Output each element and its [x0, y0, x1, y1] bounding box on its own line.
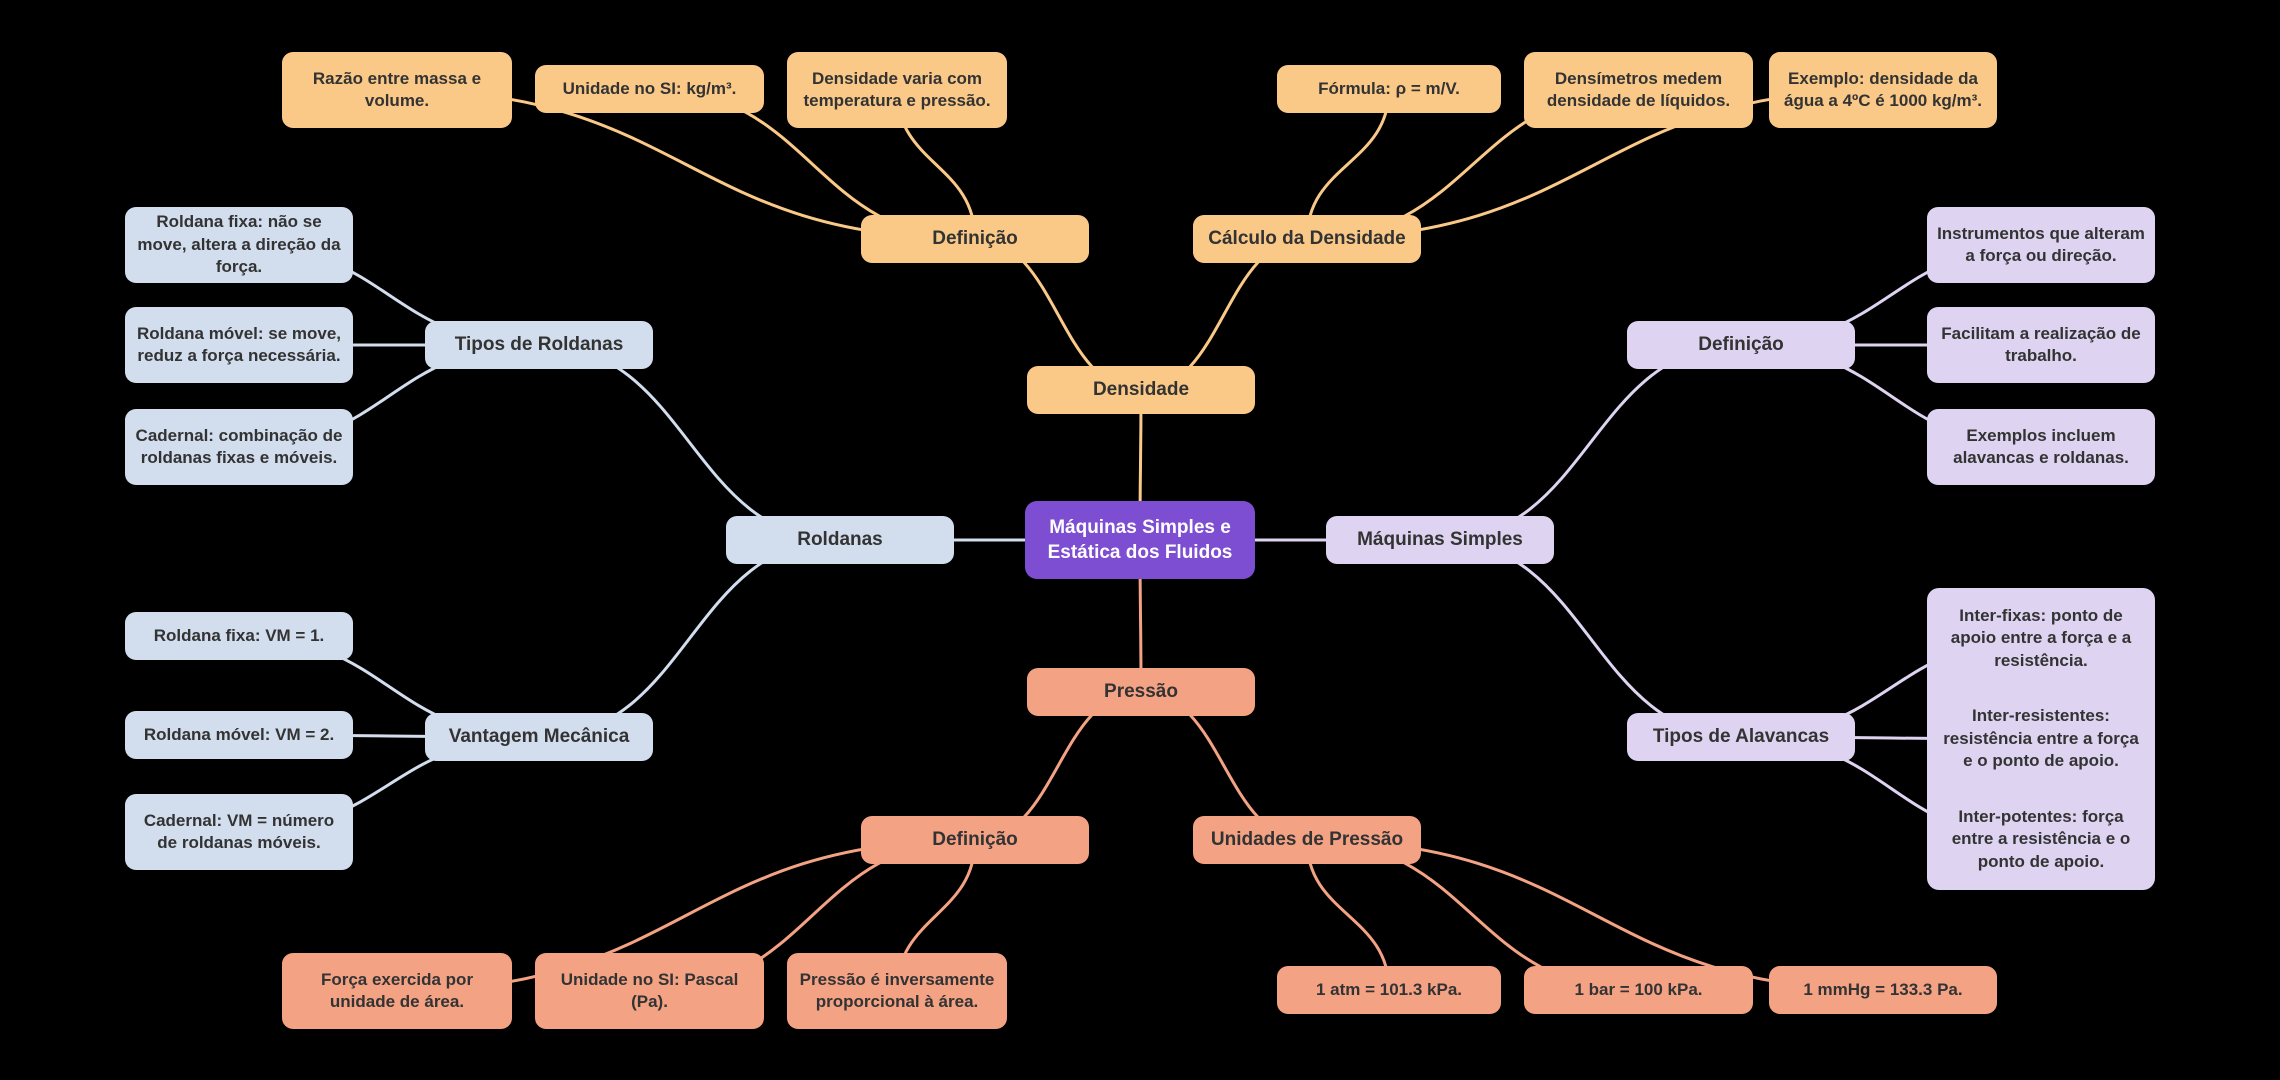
leaf-formula-rho[interactable]: Fórmula: ρ = m/V. — [1277, 65, 1501, 113]
leaf-inter-resistentes[interactable]: Inter-resistentes: resistência entre a f… — [1943, 706, 2139, 771]
leaf-1-atm[interactable]: 1 atm = 101.3 kPa. — [1277, 966, 1501, 1014]
leaf-exemplos-alavancas[interactable]: Exemplos incluem alavancas e roldanas. — [1927, 409, 2155, 485]
node-calculo-da-densidade[interactable]: Cálculo da Densidade — [1193, 215, 1421, 263]
node-unidades-de-pressao[interactable]: Unidades de Pressão — [1193, 816, 1421, 864]
leaf-instrumentos-alteram[interactable]: Instrumentos que alteram a força ou dire… — [1927, 207, 2155, 283]
node-tipos-de-roldanas[interactable]: Tipos de Roldanas — [425, 321, 653, 369]
leaf-unidade-si-kgm3[interactable]: Unidade no SI: kg/m³. — [535, 65, 764, 113]
leaf-cadernal-vm-numero[interactable]: Cadernal: VM = número de roldanas móveis… — [125, 794, 353, 870]
node-densidade[interactable]: Densidade — [1027, 366, 1255, 414]
node-central[interactable]: Máquinas Simples e Estática dos Fluidos — [1025, 501, 1255, 579]
leaf-1-mmhg[interactable]: 1 mmHg = 133.3 Pa. — [1769, 966, 1997, 1014]
node-pressao-definicao[interactable]: Definição — [861, 816, 1089, 864]
leaf-razao-massa-volume[interactable]: Razão entre massa e volume. — [282, 52, 512, 128]
leaf-densidade-varia[interactable]: Densidade varia com temperatura e pressã… — [787, 52, 1007, 128]
node-pressao[interactable]: Pressão — [1027, 668, 1255, 716]
group-tipos-de-alavancas-leaves: Inter-fixas: ponto de apoio entre a forç… — [1927, 588, 2155, 890]
leaf-inter-fixas[interactable]: Inter-fixas: ponto de apoio entre a forç… — [1950, 605, 2132, 670]
leaf-pressao-inversamente[interactable]: Pressão é inversamente proporcional à ár… — [787, 953, 1007, 1029]
node-tipos-de-alavancas[interactable]: Tipos de Alavancas — [1627, 713, 1855, 761]
leaf-cadernal-combinacao[interactable]: Cadernal: combinação de roldanas fixas e… — [125, 409, 353, 485]
node-vantagem-mecanica[interactable]: Vantagem Mecânica — [425, 713, 653, 761]
leaf-exemplo-agua[interactable]: Exemplo: densidade da água a 4ºC é 1000 … — [1769, 52, 1997, 128]
node-roldanas[interactable]: Roldanas — [726, 516, 954, 564]
leaf-densimetros[interactable]: Densímetros medem densidade de líquidos. — [1524, 52, 1753, 128]
leaf-forca-por-area[interactable]: Força exercida por unidade de área. — [282, 953, 512, 1029]
leaf-roldana-fixa-vm1[interactable]: Roldana fixa: VM = 1. — [125, 612, 353, 660]
leaf-roldana-movel-vm2[interactable]: Roldana móvel: VM = 2. — [125, 711, 353, 759]
node-maquinas-simples[interactable]: Máquinas Simples — [1326, 516, 1554, 564]
leaf-unidade-si-pascal[interactable]: Unidade no SI: Pascal (Pa). — [535, 953, 764, 1029]
leaf-facilitam-trabalho[interactable]: Facilitam a realização de trabalho. — [1927, 307, 2155, 383]
leaf-inter-potentes[interactable]: Inter-potentes: força entre a resistênci… — [1951, 807, 2131, 871]
leaf-roldana-fixa-direcao[interactable]: Roldana fixa: não se move, altera a dire… — [125, 207, 353, 283]
node-densidade-definicao[interactable]: Definição — [861, 215, 1089, 263]
leaf-1-bar[interactable]: 1 bar = 100 kPa. — [1524, 966, 1753, 1014]
leaf-roldana-movel-reduz[interactable]: Roldana móvel: se move, reduz a força ne… — [125, 307, 353, 383]
node-maquinas-definicao[interactable]: Definição — [1627, 321, 1855, 369]
